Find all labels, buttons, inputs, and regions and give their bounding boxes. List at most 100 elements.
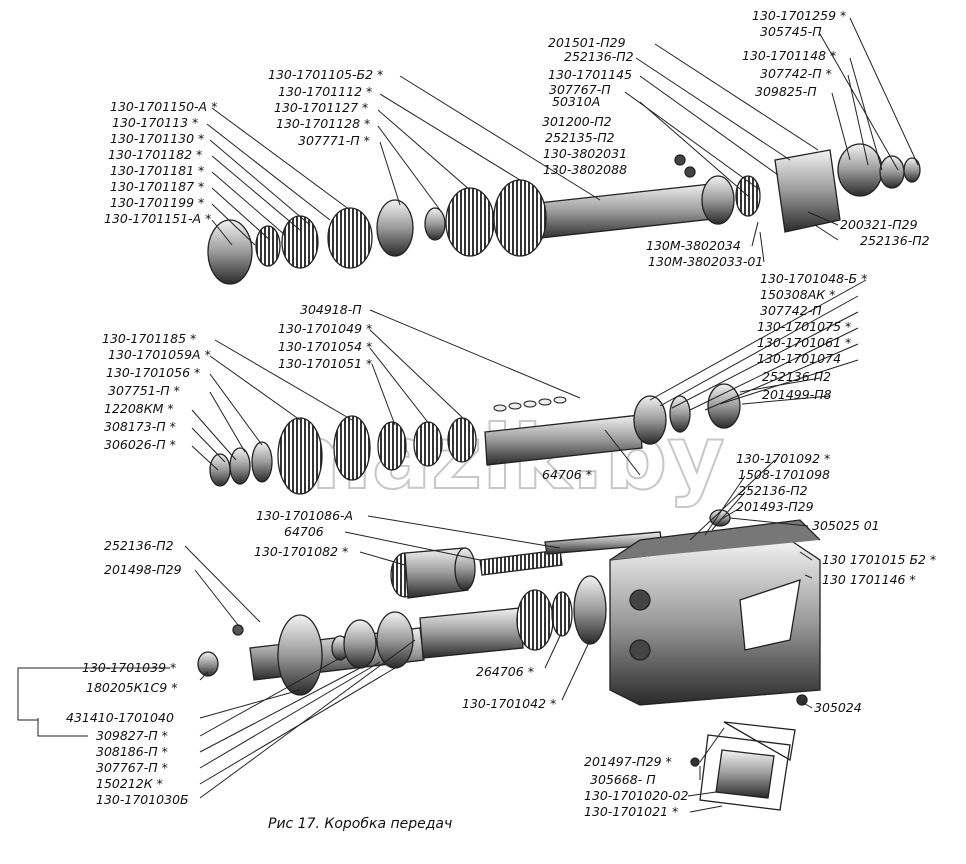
label-309827: 309827-П * xyxy=(96,728,168,743)
label-305745: 305745-П xyxy=(760,24,822,39)
label-130-3802088: 130-3802088 xyxy=(543,162,627,177)
label-130-1701039: 130-1701039 * xyxy=(82,660,176,675)
label-301200: 301200-П2 xyxy=(542,114,612,129)
label-130-1701112: 130-1701112 * xyxy=(278,84,372,99)
label-201498: 201498-П29 xyxy=(104,562,182,577)
label-130-1701061: 130-1701061 * xyxy=(757,335,851,350)
label-130-1701092: 130-1701092 * xyxy=(736,451,830,466)
bearing-cap xyxy=(376,199,414,257)
reverse-idler-assembly xyxy=(390,509,731,599)
label-150308ak: 150308АК * xyxy=(760,287,835,302)
end-washer xyxy=(209,453,231,487)
label-130-1701181: 130-1701181 * xyxy=(110,163,204,178)
gear-7 xyxy=(447,417,477,463)
label-130-3802031: 130-3802031 xyxy=(543,146,627,161)
mid-bearing xyxy=(633,395,667,445)
label-308186: 308186-П * xyxy=(96,744,168,759)
synchro-ring xyxy=(255,225,281,267)
label-130-1701049: 130-1701049 * xyxy=(278,321,372,336)
label-130-1701082: 130-1701082 * xyxy=(254,544,348,559)
label-50310a: 50310А xyxy=(552,94,600,109)
mid-cover xyxy=(707,383,741,429)
label-130-1701059a: 130-1701059А * xyxy=(108,347,211,362)
label-304918: 304918-П xyxy=(300,302,362,317)
output-flange xyxy=(837,143,883,197)
label-252136-a: 252136-П2 xyxy=(564,49,634,64)
input-seal xyxy=(343,619,377,669)
label-264706: 264706 * xyxy=(476,664,534,679)
housing-window xyxy=(739,579,801,651)
label-201493: 201493-П29 xyxy=(736,499,814,514)
bolt xyxy=(232,624,244,636)
label-130-1701148: 130-1701148 * xyxy=(742,48,836,63)
idler-end xyxy=(454,547,476,591)
flange-nut xyxy=(903,157,921,183)
synchro-hub xyxy=(281,215,319,269)
part-labels: 130-1701259 * 305745-П 130-1701148 * 307… xyxy=(66,8,936,819)
label-307771: 307771-П * xyxy=(298,133,370,148)
idler-sleeve xyxy=(404,547,469,599)
end-ring xyxy=(229,447,251,485)
housing-top xyxy=(609,519,821,561)
cover-gasket xyxy=(723,721,796,762)
label-307767-a: 307767-П xyxy=(549,82,611,97)
front-flange xyxy=(207,219,253,285)
label-307751: 307751-П * xyxy=(108,383,180,398)
input-gear xyxy=(516,589,554,651)
intermediate-shaft xyxy=(484,414,643,466)
figure-caption: Рис 17. Коробка передач xyxy=(268,816,452,832)
label-130-1701020: 130-1701020-02 xyxy=(584,788,689,803)
input-needle-bearing xyxy=(551,591,573,637)
spacer-ring xyxy=(424,207,446,241)
gear-1 xyxy=(327,207,373,269)
label-200321: 200321-П29 xyxy=(840,217,918,232)
mid-ring xyxy=(669,395,691,433)
label-201497: 201497-П29 * xyxy=(584,754,672,769)
label-130-1701127: 130-1701127 * xyxy=(274,100,368,115)
label-130-1701145: 130-1701145 xyxy=(548,67,632,82)
label-150212k: 150212К * xyxy=(96,776,163,791)
label-1508-1701098: 1508-1701098 xyxy=(738,467,830,482)
label-309825: 309825-П xyxy=(755,84,817,99)
label-252136-b: 252136-П2 xyxy=(860,233,930,248)
label-130-1701021: 130-1701021 * xyxy=(584,804,678,819)
leader-lines xyxy=(17,17,919,813)
idler-needles xyxy=(479,549,563,576)
label-130-1701105: 130-1701105-Б2 * xyxy=(268,67,383,82)
label-130-1701042: 130-1701042 * xyxy=(462,696,556,711)
label-252136-c: 252136 П2 xyxy=(762,369,831,384)
label-305668: 305668- П xyxy=(590,772,656,787)
label-130-1701075: 130-1701075 * xyxy=(757,319,851,334)
label-130-1701128: 130-1701128 * xyxy=(276,116,370,131)
gear-3 xyxy=(493,179,547,257)
bearing-cover xyxy=(277,614,323,696)
label-130-1701151: 130-1701151-А * xyxy=(104,211,211,226)
gear-reverse xyxy=(277,417,323,495)
label-307742-b: 307742-П xyxy=(760,303,822,318)
label-252136-d: 252136-П2 xyxy=(738,483,808,498)
label-130-1701056: 130-1701056 * xyxy=(106,365,200,380)
label-130-1701185: 130-1701185 * xyxy=(102,331,196,346)
gear-4 xyxy=(333,415,371,481)
flange-seal xyxy=(879,155,905,189)
label-130-1701146: 130 1701146 * xyxy=(822,572,916,587)
label-12208km: 12208КМ * xyxy=(104,401,174,416)
label-130-1701130: 130-1701130 * xyxy=(110,131,204,146)
label-308173: 308173-П * xyxy=(104,419,176,434)
label-130-1701187: 130-1701187 * xyxy=(110,179,204,194)
housing-bore-1 xyxy=(629,589,651,611)
label-130-1701259: 130-1701259 * xyxy=(752,8,846,23)
gear-6 xyxy=(413,421,443,467)
input-gear-shaft xyxy=(419,607,524,659)
label-130-1701054: 130-1701054 * xyxy=(278,339,372,354)
gear-2 xyxy=(445,187,495,257)
label-130-1701015: 130 1701015 Б2 * xyxy=(822,552,936,567)
label-431410-1701040: 431410-1701040 xyxy=(66,710,174,725)
rear-cover xyxy=(774,149,841,233)
label-130-1701051: 130-1701051 * xyxy=(278,356,372,371)
input-nut xyxy=(197,651,219,677)
main-shaft xyxy=(519,182,723,241)
primary-shaft-assembly xyxy=(207,143,921,285)
needle-rollers xyxy=(493,396,567,412)
